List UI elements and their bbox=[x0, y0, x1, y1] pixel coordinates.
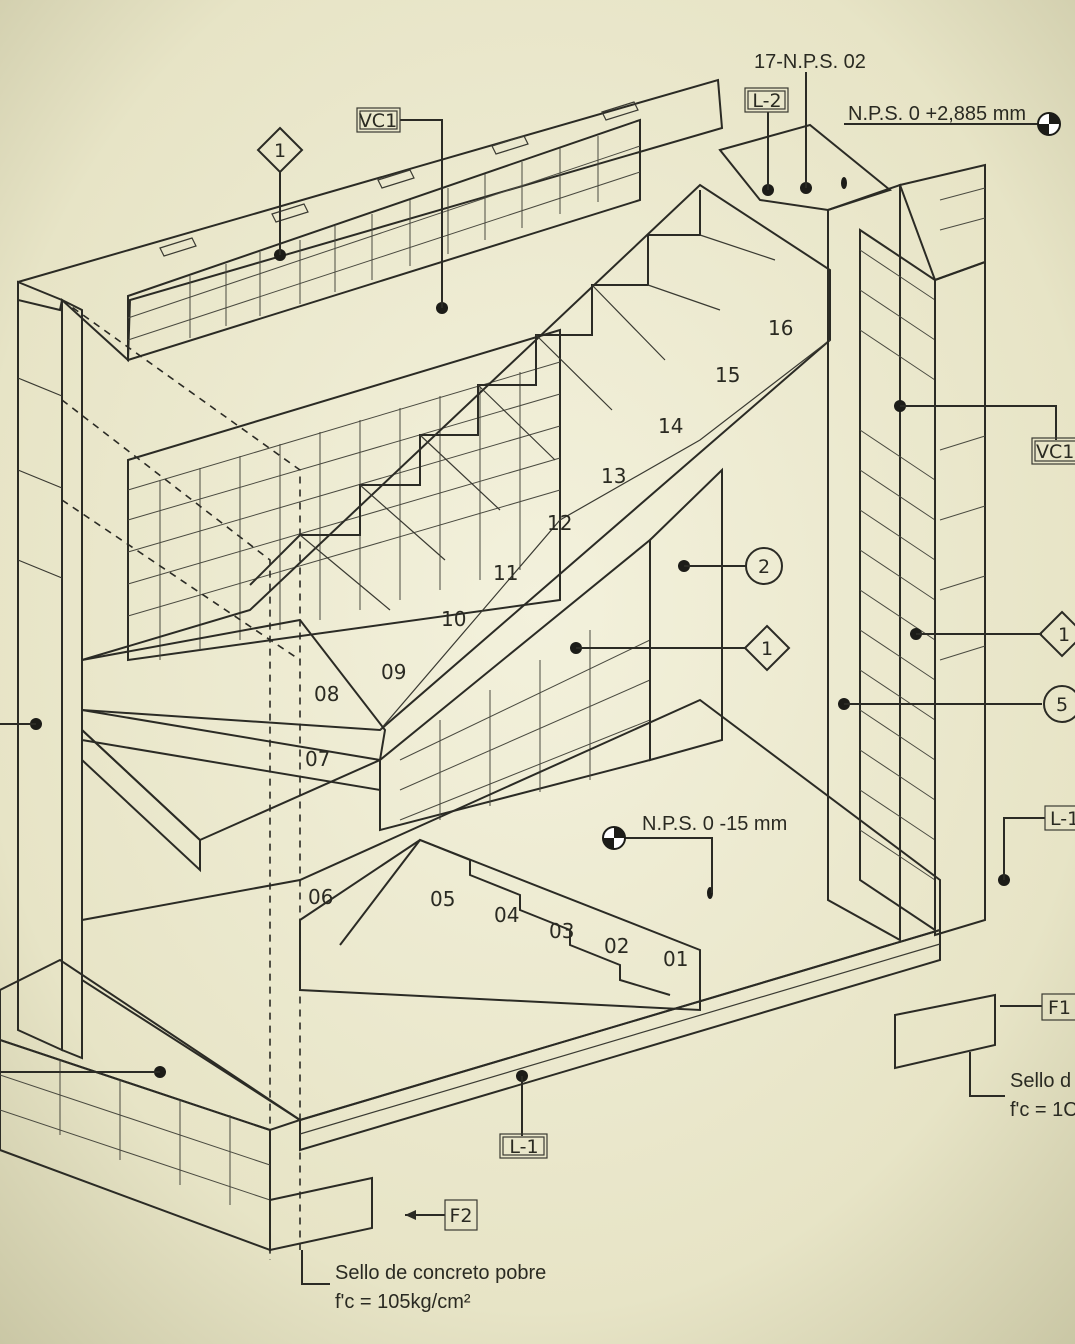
upper-level-label: N.P.S. 0 +2,885 mm bbox=[848, 103, 1026, 125]
tag-f1-text: F1 bbox=[1048, 997, 1071, 1019]
tag-l1-bottom: L-1 bbox=[499, 1133, 548, 1159]
callout-diamond-top: 1 bbox=[256, 126, 304, 174]
lower-flight bbox=[299, 838, 701, 1012]
step-number-08: 08 bbox=[314, 682, 339, 706]
step-number-11: 11 bbox=[493, 561, 518, 585]
lower-brick-wall bbox=[379, 467, 723, 832]
back-wall bbox=[17, 78, 724, 363]
tag-vc1-left: VC1 bbox=[356, 107, 401, 133]
callout-diamond-top-text: 1 bbox=[274, 140, 286, 162]
step-number-03: 03 bbox=[549, 919, 574, 943]
leader-lines bbox=[279, 72, 1057, 1285]
level-marker-upper bbox=[1037, 112, 1061, 136]
tag-l1-right-text: L-1 bbox=[1050, 808, 1075, 830]
callout-circle-5: 5 bbox=[1043, 685, 1075, 723]
tag-f1: F1 bbox=[1041, 993, 1075, 1021]
seal-note-left-line1: Sello de concreto pobre bbox=[335, 1262, 546, 1284]
step-number-14: 14 bbox=[658, 414, 683, 438]
tag-f2-text: F2 bbox=[449, 1205, 472, 1227]
callout-circle-5-text: 5 bbox=[1056, 694, 1068, 716]
step-number-05: 05 bbox=[430, 887, 455, 911]
step-number-04: 04 bbox=[494, 903, 519, 927]
step-numbers: 01 02 03 04 05 06 07 08 09 10 11 12 13 1… bbox=[305, 316, 793, 971]
step-number-06: 06 bbox=[308, 885, 333, 909]
seal-note-left-line2: f'c = 105kg/cm² bbox=[335, 1291, 471, 1313]
step-number-01: 01 bbox=[663, 947, 688, 971]
top-slab-label: 17-N.P.S. 02 bbox=[754, 51, 866, 73]
step-number-10: 10 bbox=[441, 607, 466, 631]
upper-flight bbox=[81, 183, 831, 732]
step-number-12: 12 bbox=[547, 511, 572, 535]
callout-diamond-right-text: 1 bbox=[1058, 624, 1070, 646]
step-number-16: 16 bbox=[768, 316, 793, 340]
lower-level-label: N.P.S. 0 -15 mm bbox=[642, 813, 787, 835]
step-number-13: 13 bbox=[601, 464, 626, 488]
tag-vc1-left-text: VC1 bbox=[359, 110, 397, 132]
callout-diamond-right: 1 bbox=[1038, 610, 1075, 658]
level-marker-lower bbox=[602, 826, 626, 850]
tag-f2: F2 bbox=[405, 1199, 478, 1231]
left-column bbox=[0, 280, 83, 1060]
step-number-02: 02 bbox=[604, 934, 629, 958]
callout-circle-2: 2 bbox=[745, 547, 783, 585]
seal-note-right-line2: f'c = 1C bbox=[1010, 1099, 1075, 1121]
callout-diamond-mid-text: 1 bbox=[761, 638, 773, 660]
top-landing bbox=[718, 123, 893, 212]
tag-l2-text: L-2 bbox=[752, 90, 781, 112]
hidden-lines bbox=[61, 299, 301, 1260]
callout-circle-2-text: 2 bbox=[758, 556, 770, 578]
tag-vc1-right: VC1 bbox=[1031, 437, 1075, 465]
tag-l2: L-2 bbox=[744, 87, 789, 113]
callout-diamond-mid: 1 bbox=[743, 624, 791, 672]
seal-note-right-line1: Sello d bbox=[1010, 1070, 1071, 1092]
footing-f2 bbox=[269, 1176, 373, 1252]
tag-vc1-right-text: VC1 bbox=[1036, 441, 1074, 463]
step-number-09: 09 bbox=[381, 660, 406, 684]
right-column bbox=[827, 163, 986, 942]
step-number-07: 07 bbox=[305, 747, 330, 771]
tag-l1-right: L-1 bbox=[1044, 805, 1075, 831]
step-number-15: 15 bbox=[715, 363, 740, 387]
footing-f1 bbox=[894, 993, 996, 1070]
tag-l1-bottom-text: L-1 bbox=[509, 1136, 538, 1158]
